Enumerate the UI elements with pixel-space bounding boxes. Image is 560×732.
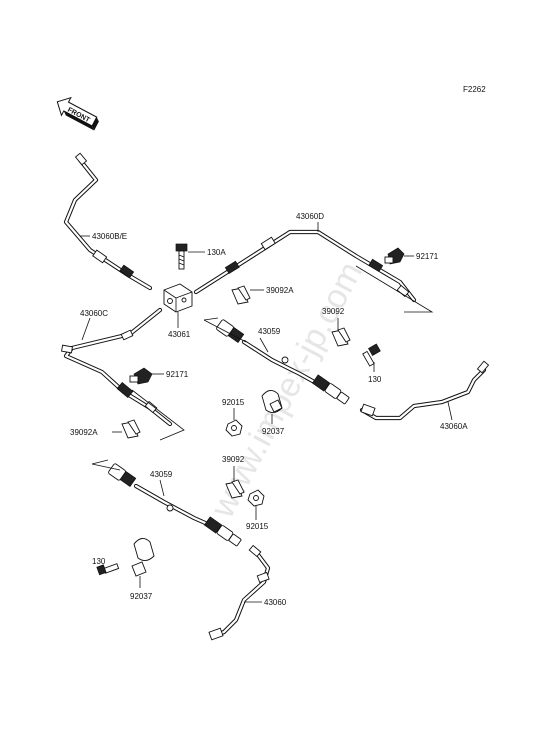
hose-43060c [61, 307, 173, 427]
label-39092-mid: 39092 [222, 455, 245, 464]
label-43061: 43061 [168, 330, 191, 339]
front-arrow-icon: FRONT [56, 96, 99, 131]
clip-39092-top [331, 327, 351, 347]
clip-39092a-top [231, 285, 251, 305]
label-92171-top: 92171 [416, 252, 439, 261]
label-92037-bottom: 92037 [130, 592, 153, 601]
clip-39092a-mid [121, 419, 141, 439]
clamp-92171-mid [129, 367, 153, 385]
bolt-130-left [96, 563, 120, 576]
bolt-130-right [362, 343, 381, 367]
leader-43059-bottom [159, 479, 165, 497]
bracket-92037-top [261, 390, 283, 413]
label-43060d: 43060D [296, 212, 324, 221]
joint-block-43061 [163, 283, 193, 313]
label-92037-top: 92037 [262, 427, 285, 436]
guide-43060c [131, 389, 185, 441]
nut-92015-top [225, 419, 243, 437]
guide-43059-top [203, 319, 247, 343]
bolt-130a [175, 243, 188, 270]
bracket-92037-bottom [131, 538, 155, 577]
guide-43060d [355, 265, 434, 313]
label-130-right: 130 [368, 375, 382, 384]
figure-code: F2262 [463, 85, 486, 94]
label-92015-top: 92015 [222, 398, 245, 407]
label-39092a-top: 39092A [266, 286, 294, 295]
label-39092-top: 39092 [322, 307, 345, 316]
hose-43060d [193, 229, 417, 303]
label-130-left: 130 [92, 557, 106, 566]
label-43060c: 43060C [80, 309, 108, 318]
hose-43060be [63, 152, 153, 291]
hose-43060 [208, 544, 271, 641]
leader-43059-top [259, 337, 269, 353]
label-92171-mid: 92171 [166, 370, 189, 379]
nut-92015-bottom [247, 489, 265, 507]
label-43059-bottom: 43059 [150, 470, 173, 479]
hose-43060a [359, 360, 490, 421]
label-43060a: 43060A [440, 422, 468, 431]
brake-hose-43059-bottom [91, 459, 242, 547]
label-43060be: 43060B/E [92, 232, 127, 241]
label-43060: 43060 [264, 598, 287, 607]
label-92015-bottom: 92015 [246, 522, 269, 531]
guide-43059-bottom [91, 463, 121, 471]
label-39092a-mid: 39092A [70, 428, 98, 437]
leader-43060a [447, 401, 453, 421]
clamp-92171-top [384, 247, 405, 265]
label-130a: 130A [207, 248, 226, 257]
label-43059-top: 43059 [258, 327, 281, 336]
leader-43060c [81, 317, 91, 341]
clip-39092-mid [225, 479, 245, 499]
